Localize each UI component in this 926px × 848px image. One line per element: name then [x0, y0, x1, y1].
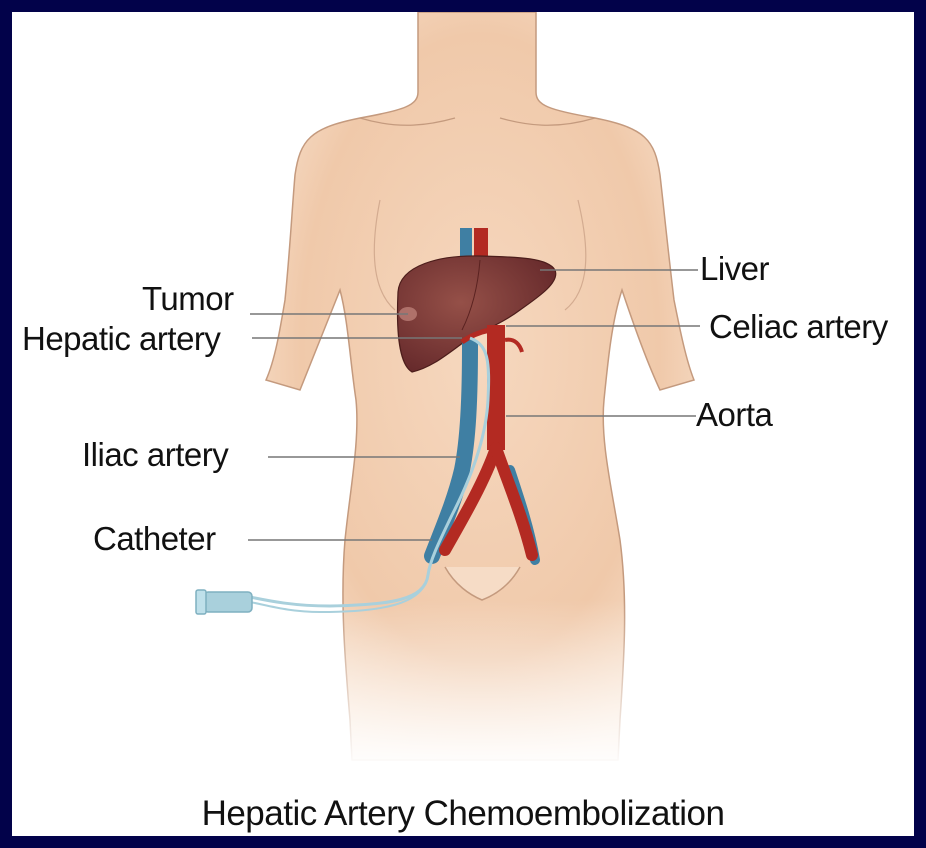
label-aorta: Aorta — [696, 396, 772, 434]
label-celiac-artery: Celiac artery — [709, 308, 888, 346]
label-liver: Liver — [700, 250, 769, 288]
label-tumor: Tumor — [142, 280, 234, 318]
diagram-frame: Tumor Hepatic artery Iliac artery Cathet… — [12, 12, 914, 836]
anatomy-illustration — [12, 12, 914, 836]
catheter-hub — [204, 592, 252, 612]
label-catheter: Catheter — [93, 520, 216, 558]
label-hepatic-artery: Hepatic artery — [22, 320, 220, 358]
body-fade — [300, 600, 660, 770]
label-iliac-artery: Iliac artery — [82, 436, 228, 474]
diagram-caption: Hepatic Artery Chemoembolization — [12, 794, 914, 834]
catheter-hub-cap — [196, 590, 206, 614]
